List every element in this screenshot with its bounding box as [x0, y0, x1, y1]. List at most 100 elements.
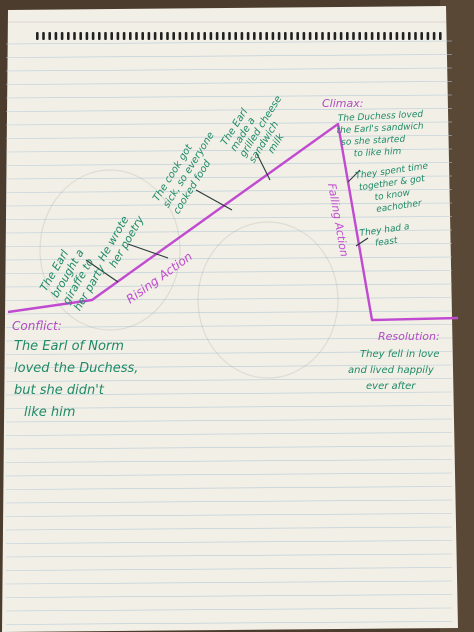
ruled-line	[5, 567, 453, 571]
binding-coil	[234, 32, 237, 40]
ruled-lines	[5, 40, 453, 625]
binding-coil	[401, 32, 405, 40]
binding-coil	[253, 32, 256, 40]
binding-coil	[222, 32, 225, 40]
binding-coil	[48, 32, 51, 40]
binding-coil	[104, 32, 107, 40]
binding-coil	[315, 32, 318, 40]
binding-coil	[203, 32, 206, 40]
ruled-line	[5, 216, 453, 220]
binding-coil	[91, 32, 95, 40]
binding-coil	[370, 32, 374, 40]
resolution-line: and lived happily	[348, 365, 435, 376]
conflict-heading: Conflict:	[12, 319, 62, 333]
conflict-line: but she didn't	[14, 383, 105, 398]
ruled-line	[5, 337, 453, 342]
ruled-line	[5, 243, 453, 247]
ruled-line	[5, 486, 453, 490]
plot-line	[7, 122, 459, 322]
binding-coil	[191, 32, 194, 40]
binding-coil	[389, 32, 392, 40]
ruled-line	[5, 445, 453, 450]
binding-coil	[79, 32, 82, 40]
ruled-line	[5, 351, 453, 355]
conflict-line: like him	[24, 405, 75, 420]
ruled-line	[5, 148, 453, 153]
binding-coil	[265, 32, 268, 40]
resolution-heading: Resolution:	[378, 330, 440, 343]
binding-coil	[339, 32, 343, 40]
ruled-line	[5, 175, 453, 180]
ruled-line	[5, 405, 453, 409]
ruled-line	[5, 513, 453, 517]
ruled-line	[5, 256, 453, 261]
binding-coil	[184, 32, 188, 40]
binding-coil	[160, 32, 163, 40]
binding-coil	[420, 32, 423, 40]
binding-coil	[327, 32, 330, 40]
ruled-line	[5, 108, 453, 112]
binding-coil	[395, 32, 399, 40]
ruled-line	[5, 432, 453, 436]
binding-coil	[228, 32, 231, 40]
binding-coil	[414, 32, 417, 40]
ruled-line	[5, 310, 453, 315]
binding-coil	[408, 32, 411, 40]
ruled-line	[5, 270, 453, 274]
binding-coil	[302, 32, 306, 40]
resolution-line: ever after	[366, 381, 416, 392]
ruled-line	[5, 526, 453, 531]
ruled-line	[5, 162, 453, 166]
climax-block: Climax: The Duchess loved the Earl's san…	[322, 97, 424, 159]
ruled-line	[5, 540, 453, 544]
binding-coil	[358, 32, 361, 40]
binding-coil	[259, 32, 262, 40]
binding-coil	[346, 32, 349, 40]
binding-coil	[110, 32, 113, 40]
ruled-line	[5, 378, 453, 382]
resolution-block: Resolution: They fell in love and lived …	[348, 330, 440, 392]
ruled-line	[5, 459, 453, 463]
binding-coil	[333, 32, 337, 40]
conflict-line: The Earl of Norm	[14, 339, 124, 354]
ruled-line	[5, 229, 453, 234]
ghost-writing	[39, 169, 339, 379]
binding-coil	[308, 32, 312, 40]
conflict-line: loved the Duchess,	[14, 361, 138, 376]
binding-coil	[290, 32, 293, 40]
climax-line: The Duchess loved	[338, 110, 424, 124]
binding-coil	[98, 32, 101, 40]
binding-coil	[67, 32, 70, 40]
binding-coil	[197, 32, 200, 40]
climax-line: the Earl's sandwich	[336, 122, 424, 137]
binding-coil	[284, 32, 287, 40]
ruled-line	[5, 553, 453, 558]
ruled-line	[5, 54, 453, 58]
ruled-line	[5, 67, 453, 72]
binding-coil	[135, 32, 138, 40]
binding-coil	[209, 32, 213, 40]
binding-coil	[73, 32, 76, 40]
ruled-line	[5, 594, 453, 598]
ruled-line	[5, 297, 453, 301]
ruled-line	[5, 580, 453, 585]
binding-coil	[277, 32, 281, 40]
binding-coil	[178, 32, 182, 40]
ruled-line	[5, 607, 453, 612]
ruled-line	[5, 283, 453, 288]
binding-coil	[122, 32, 126, 40]
event-line: feast	[375, 236, 399, 249]
ruled-line	[5, 189, 453, 193]
binding-coil	[215, 32, 219, 40]
ruled-line	[5, 621, 453, 625]
binding-coil	[296, 32, 299, 40]
binding-coil	[166, 32, 169, 40]
binding-coil	[240, 32, 244, 40]
spiral-binding	[36, 32, 442, 40]
conflict-block: Conflict: The Earl of Norm loved the Duc…	[12, 319, 138, 420]
binding-coil	[85, 32, 89, 40]
binding-coil	[352, 32, 355, 40]
binding-coil	[271, 32, 275, 40]
climax-line: so she started	[341, 135, 406, 148]
climax-line: to like him	[354, 147, 402, 159]
